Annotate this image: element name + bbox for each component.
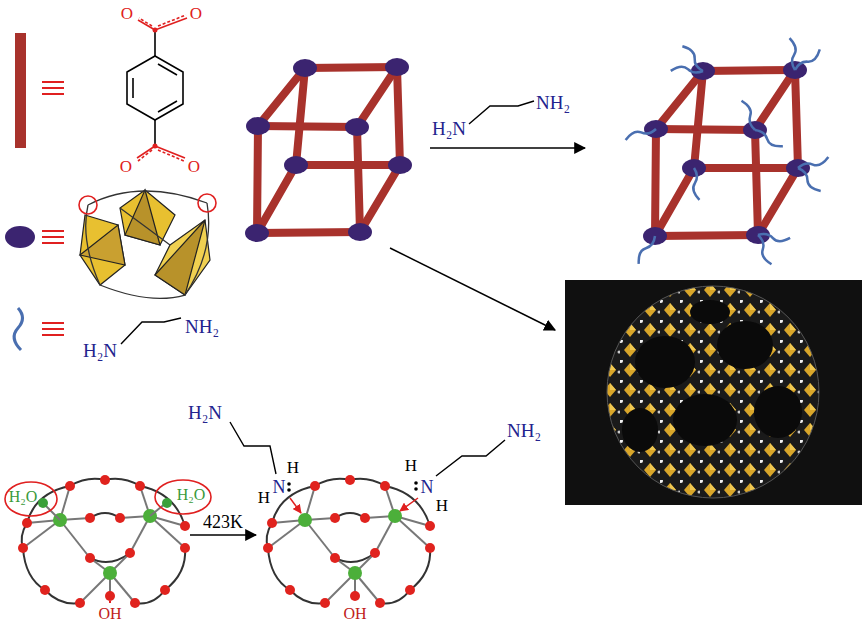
atom-label: N — [273, 478, 286, 496]
formula-label: H₂N — [188, 403, 222, 422]
atom-label: O — [188, 158, 200, 175]
atom-label: H — [287, 459, 299, 476]
cluster-after — [230, 422, 505, 608]
water-label: H₂O — [9, 489, 38, 505]
condition-label: 423K — [203, 513, 243, 531]
cluster-before — [5, 475, 211, 608]
mof-cube-grafted — [626, 38, 829, 264]
atom-label: H — [258, 489, 270, 506]
formula-label: H₂N — [432, 119, 466, 138]
hydroxyl-label: OH — [343, 606, 366, 622]
atom-label: O — [190, 5, 202, 22]
cage-structure-image — [565, 280, 862, 505]
formula-label: NH₂ — [185, 317, 219, 336]
mof-cube — [245, 58, 412, 242]
heat-arrow — [190, 534, 256, 536]
formula-label: NH₂ — [536, 93, 570, 112]
reaction-arrow — [390, 101, 585, 330]
atom-label: O — [121, 5, 133, 22]
sbu-key — [5, 190, 216, 298]
atom-label: H — [405, 457, 417, 474]
atom-label: N — [421, 478, 434, 496]
hydroxyl-label: OH — [98, 606, 121, 622]
atom-label: O — [120, 158, 132, 175]
linker-key — [15, 15, 187, 161]
water-label: H₂O — [177, 487, 206, 503]
formula-label: H₂N — [83, 341, 117, 360]
formula-label: NH₂ — [507, 421, 541, 440]
atom-label: H — [436, 497, 448, 514]
